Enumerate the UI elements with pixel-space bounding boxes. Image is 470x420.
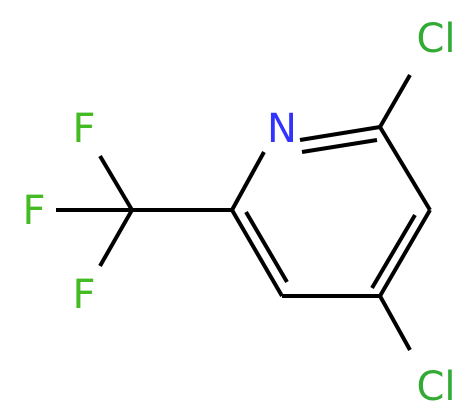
bond-c5-c6-inner [244,210,289,284]
bond-c-f-bottom [98,209,134,267]
bond-c2-c3 [378,125,432,212]
bond-c5-c6 [230,208,284,298]
bond-n-c2-inner [301,138,378,154]
atom-cl-top-label: Cl [416,16,455,62]
atom-f-middle-label: F [22,188,45,234]
bond-n-c2 [299,125,381,142]
bond-c3-c4 [378,208,432,298]
bond-c4-cl [378,295,412,351]
atom-f-top-label: F [72,106,95,152]
atom-f-bottom-label: F [72,272,95,318]
bond-c3-c4-inner [370,213,417,290]
atom-cl-bottom-label: Cl [416,364,455,410]
bond-c2-cl [378,74,412,128]
bond-c6-n [230,151,266,211]
bond-c-f-top [98,154,134,212]
atom-n-label: N [267,106,297,152]
